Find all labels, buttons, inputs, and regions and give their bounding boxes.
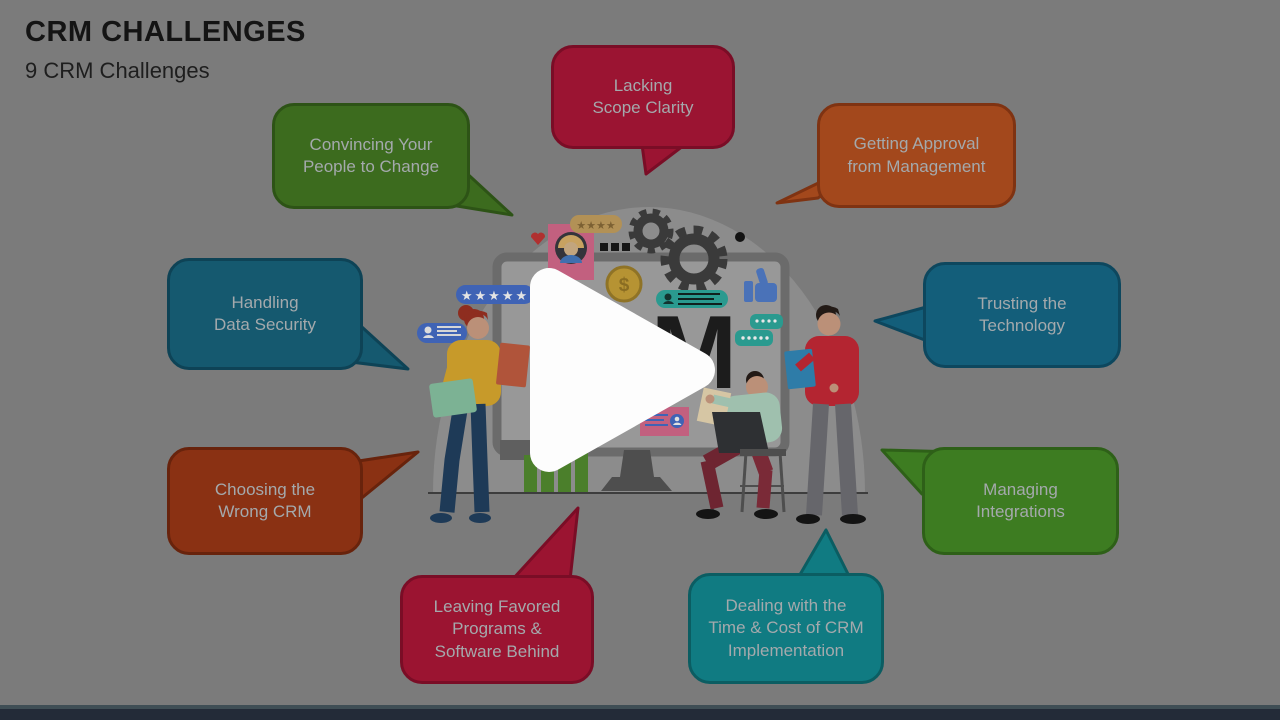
gear-icon-large xyxy=(660,225,728,293)
ellipsis-dots-icon xyxy=(600,243,630,251)
standing-man-figure xyxy=(784,305,866,524)
bubble-label: Lacking Scope Clarity xyxy=(592,75,694,117)
player-bar[interactable] xyxy=(0,705,1280,720)
svg-text:$: $ xyxy=(619,275,630,296)
monitor-stand xyxy=(500,440,672,491)
rating-stars-tan: ★★★★ xyxy=(570,215,622,233)
gear-icon-small xyxy=(628,208,674,254)
rating-stars-blue: ★★★★★ xyxy=(456,285,534,304)
woman-figure xyxy=(429,305,530,523)
bubble-label: Leaving Favored Programs & Software Behi… xyxy=(433,596,561,661)
bubble-label: Getting Approval from Management xyxy=(847,134,986,176)
contact-pill-teal xyxy=(656,290,728,308)
bubble-getting-approval: Getting Approval from Management xyxy=(817,103,1016,208)
bubble-lacking-scope-clarity: Lacking Scope Clarity xyxy=(551,45,735,149)
sitting-man-figure xyxy=(696,371,786,519)
slide-header: CRM CHALLENGES 9 CRM Challenges xyxy=(25,16,306,84)
bubble-label: Handling Data Security xyxy=(213,292,317,334)
bubble-trusting-the-technology: Trusting the Technology xyxy=(923,262,1121,368)
bubble-label: Convincing Your People to Change xyxy=(302,134,440,176)
bubble-managing-integrations: Managing Integrations xyxy=(922,447,1119,555)
heart-icon xyxy=(530,232,546,245)
slide-subtitle: 9 CRM Challenges xyxy=(25,58,210,83)
svg-text:★★★★★: ★★★★★ xyxy=(461,288,529,303)
bubble-tail-dealing xyxy=(796,528,852,580)
bubble-label: Choosing the Wrong CRM xyxy=(214,479,316,521)
bubble-handling-data-security: Handling Data Security xyxy=(167,258,363,370)
dollar-coin-icon: $ xyxy=(605,265,643,303)
bubble-convincing-your-people: Convincing Your People to Change xyxy=(272,103,470,209)
play-icon xyxy=(530,268,715,472)
bubble-label: Trusting the Technology xyxy=(977,293,1067,335)
dot-icon xyxy=(735,232,745,242)
chat-bubbles-icon xyxy=(735,314,783,346)
bubble-choosing-the-wrong-crm: Choosing the Wrong CRM xyxy=(167,447,363,555)
bubble-label: Dealing with the Time & Cost of CRM Impl… xyxy=(708,595,864,660)
bubble-tail-leaving xyxy=(510,506,580,582)
play-button[interactable] xyxy=(505,245,745,495)
svg-text:★★★★: ★★★★ xyxy=(576,220,616,232)
bubble-dealing-time-cost: Dealing with the Time & Cost of CRM Impl… xyxy=(688,573,884,684)
page-title: CRM CHALLENGES xyxy=(25,16,306,48)
bubble-label: Managing Integrations xyxy=(976,479,1065,521)
bubble-leaving-favored-programs: Leaving Favored Programs & Software Behi… xyxy=(400,575,594,684)
thumbs-up-icon xyxy=(744,267,777,302)
bubble-tail-trusting xyxy=(873,304,932,344)
contact-badge-blue xyxy=(417,323,467,343)
